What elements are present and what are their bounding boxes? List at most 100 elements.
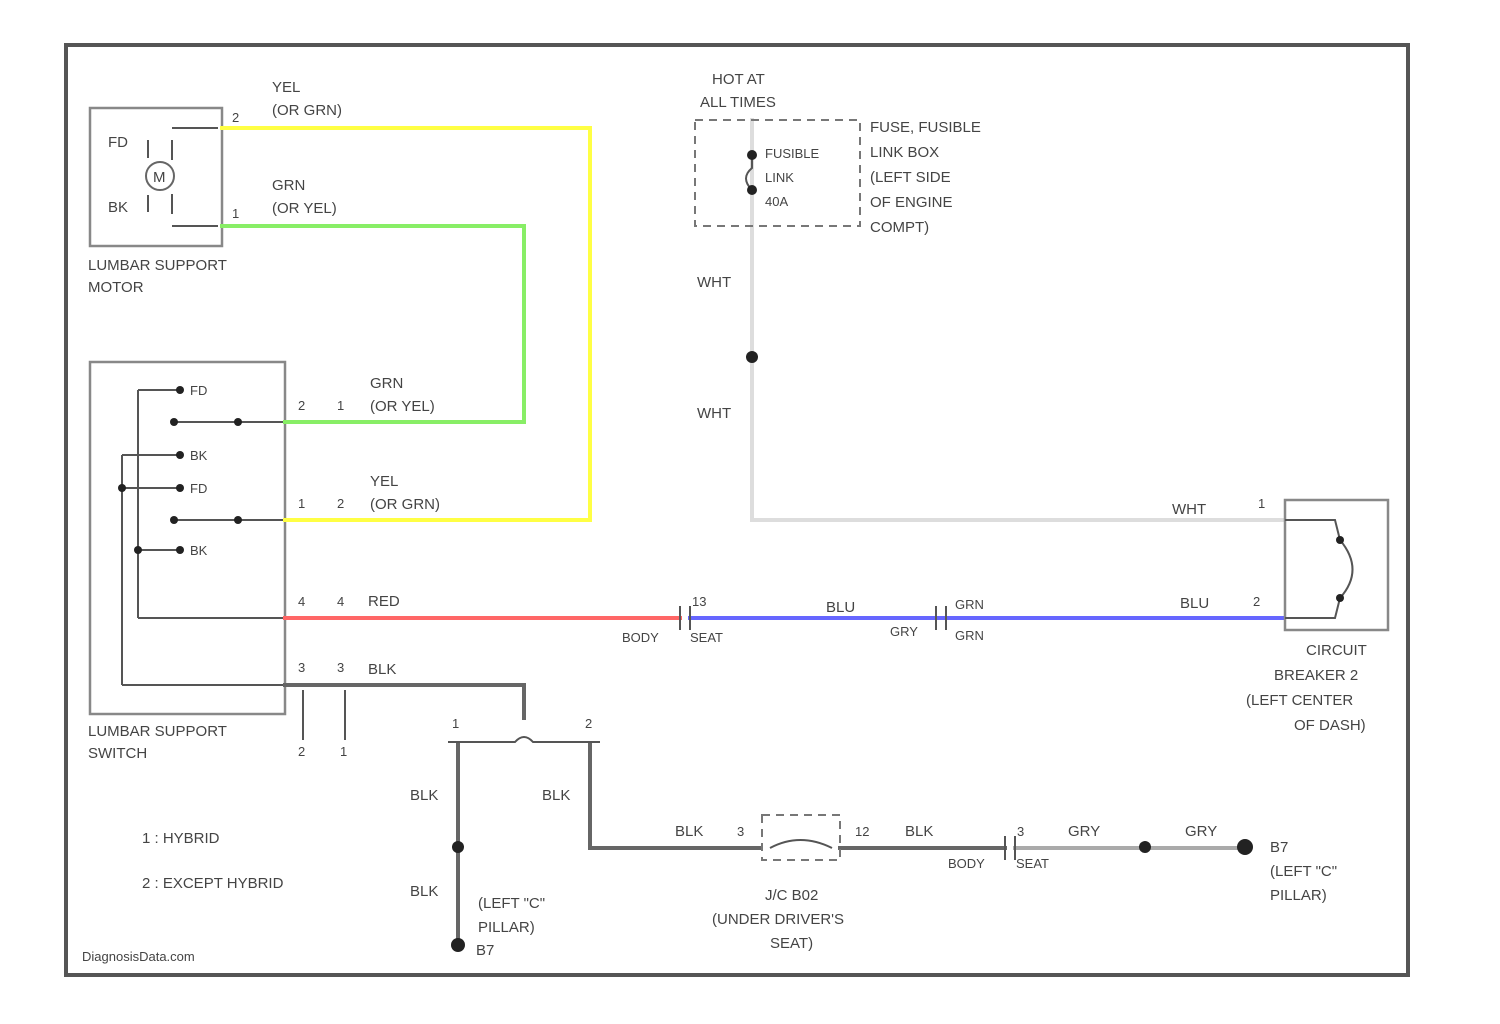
motor-fd-label: FD <box>108 134 128 151</box>
switch-pin-a-0: 2 <box>298 398 305 413</box>
label-blu-1: BLU <box>826 599 855 616</box>
gry-splice-dot <box>1139 841 1151 853</box>
label-wht-3: WHT <box>1172 501 1206 518</box>
breaker-line3: (LEFT CENTER <box>1246 692 1353 709</box>
breaker-line1: CIRCUIT <box>1306 642 1367 659</box>
switch-pin-b-2: 4 <box>337 594 344 609</box>
motor-bk-label: BK <box>108 199 128 216</box>
breaker-line4: OF DASH) <box>1294 717 1366 734</box>
breaker-symbol <box>1285 520 1353 618</box>
label-yel-mid-1: YEL <box>370 473 398 490</box>
label-blk-right: BLK <box>542 787 570 804</box>
ground-b7-right-line2: PILLAR) <box>1270 887 1327 904</box>
switch-pin-a-1: 1 <box>298 496 305 511</box>
ground-b7-right-line1: (LEFT "C" <box>1270 863 1337 880</box>
breaker-pin-2: 2 <box>1253 594 1260 609</box>
wire-blk-switch <box>285 685 524 718</box>
switch-title-line2: SWITCH <box>88 745 147 762</box>
switch-contact-bk-2: BK <box>190 543 208 558</box>
motor-title-line2: MOTOR <box>88 279 144 296</box>
switch-bottom-pin-b: 1 <box>340 744 347 759</box>
switch-pin-b-0: 1 <box>337 398 344 413</box>
label-blk-j1: BLK <box>675 823 703 840</box>
conn1-a: BODY <box>622 630 659 645</box>
lumbar-switch-box <box>90 362 285 714</box>
switch-contact-bk-1: BK <box>190 448 208 463</box>
label-yel-top-2: (OR GRN) <box>272 102 342 119</box>
conn3-pin: 3 <box>1017 824 1024 839</box>
wire-grn <box>222 226 524 422</box>
fuse-inner-3: 40A <box>765 194 788 209</box>
ground-b7-left-id: B7 <box>476 942 494 959</box>
fuse-hot-1: HOT AT <box>712 71 765 88</box>
switch-contact-fd-1: FD <box>190 383 207 398</box>
jc-pin-b: 12 <box>855 824 869 839</box>
breaker-line2: BREAKER 2 <box>1274 667 1358 684</box>
motor-pin-1: 1 <box>232 206 239 221</box>
label-gry-2: GRY <box>1185 823 1217 840</box>
label-blk-lower: BLK <box>410 883 438 900</box>
label-grn-top-2: (OR YEL) <box>272 200 337 217</box>
jc-b02-box <box>762 815 840 860</box>
label-blu-2: BLU <box>1180 595 1209 612</box>
fuse-inner-2: LINK <box>765 170 794 185</box>
fuse-desc-1: FUSE, FUSIBLE <box>870 119 981 136</box>
fuse-inner-1: FUSIBLE <box>765 146 820 161</box>
motor-pin-2: 2 <box>232 110 239 125</box>
label-grn-top-1: GRN <box>272 177 305 194</box>
label-yel-mid-2: (OR GRN) <box>370 496 440 513</box>
fuse-desc-3: (LEFT SIDE <box>870 169 951 186</box>
switch-pin-a-2: 4 <box>298 594 305 609</box>
switch-contacts <box>118 386 285 685</box>
switch-pin-b-3: 3 <box>337 660 344 675</box>
switch-contact-fd-2: FD <box>190 481 207 496</box>
jc-pin-a: 3 <box>737 824 744 839</box>
fuse-desc-4: OF ENGINE <box>870 194 953 211</box>
label-wht-2: WHT <box>697 405 731 422</box>
ground-b7-right-id: B7 <box>1270 839 1288 856</box>
watermark: DiagnosisData.com <box>82 949 195 964</box>
wire-wht <box>752 120 1282 520</box>
conn2-b-top: GRN <box>955 597 984 612</box>
switch-pin-b-1: 2 <box>337 496 344 511</box>
conn2-b: GRN <box>955 628 984 643</box>
ground-b7-right-dot <box>1237 839 1253 855</box>
splice-pin-1: 1 <box>452 716 459 731</box>
conn3-a: BODY <box>948 856 985 871</box>
breaker-pin-1: 1 <box>1258 496 1265 511</box>
label-gry-1: GRY <box>1068 823 1100 840</box>
legend-item-2: 2 : EXCEPT HYBRID <box>142 875 284 892</box>
ground-b7-left-line2: PILLAR) <box>478 919 535 936</box>
conn1-b: SEAT <box>690 630 723 645</box>
label-grn-mid-2: (OR YEL) <box>370 398 435 415</box>
label-yel-top-1: YEL <box>272 79 300 96</box>
jc-b02-link <box>770 840 832 848</box>
motor-m-label: M <box>153 169 166 186</box>
jc-line1: J/C B02 <box>765 887 818 904</box>
label-grn-mid-1: GRN <box>370 375 403 392</box>
fuse-desc-5: COMPT) <box>870 219 929 236</box>
jc-line3: SEAT) <box>770 935 813 952</box>
switch-bottom-pin-a: 2 <box>298 744 305 759</box>
fuse-hot-2: ALL TIMES <box>700 94 776 111</box>
label-blk-left: BLK <box>410 787 438 804</box>
splice-pin-2: 2 <box>585 716 592 731</box>
ground-b7-left-line1: (LEFT "C" <box>478 895 545 912</box>
ground-b7-left-dot <box>451 938 465 952</box>
splice-bar <box>448 737 600 742</box>
fuse-desc-2: LINK BOX <box>870 144 939 161</box>
switch-bottom-split <box>303 690 345 740</box>
switch-title-line1: LUMBAR SUPPORT <box>88 723 227 740</box>
label-wht-1: WHT <box>697 274 731 291</box>
switch-pin-a-3: 3 <box>298 660 305 675</box>
conn1-pin: 13 <box>692 594 706 609</box>
label-blk-j2: BLK <box>905 823 933 840</box>
ground-splice-dot-left <box>452 841 464 853</box>
label-blk-switch: BLK <box>368 661 396 678</box>
legend-item-1: 1 : HYBRID <box>142 830 220 847</box>
conn2-a: GRY <box>890 624 918 639</box>
label-red: RED <box>368 593 400 610</box>
wht-splice-dot <box>746 351 758 363</box>
motor-title-line1: LUMBAR SUPPORT <box>88 257 227 274</box>
